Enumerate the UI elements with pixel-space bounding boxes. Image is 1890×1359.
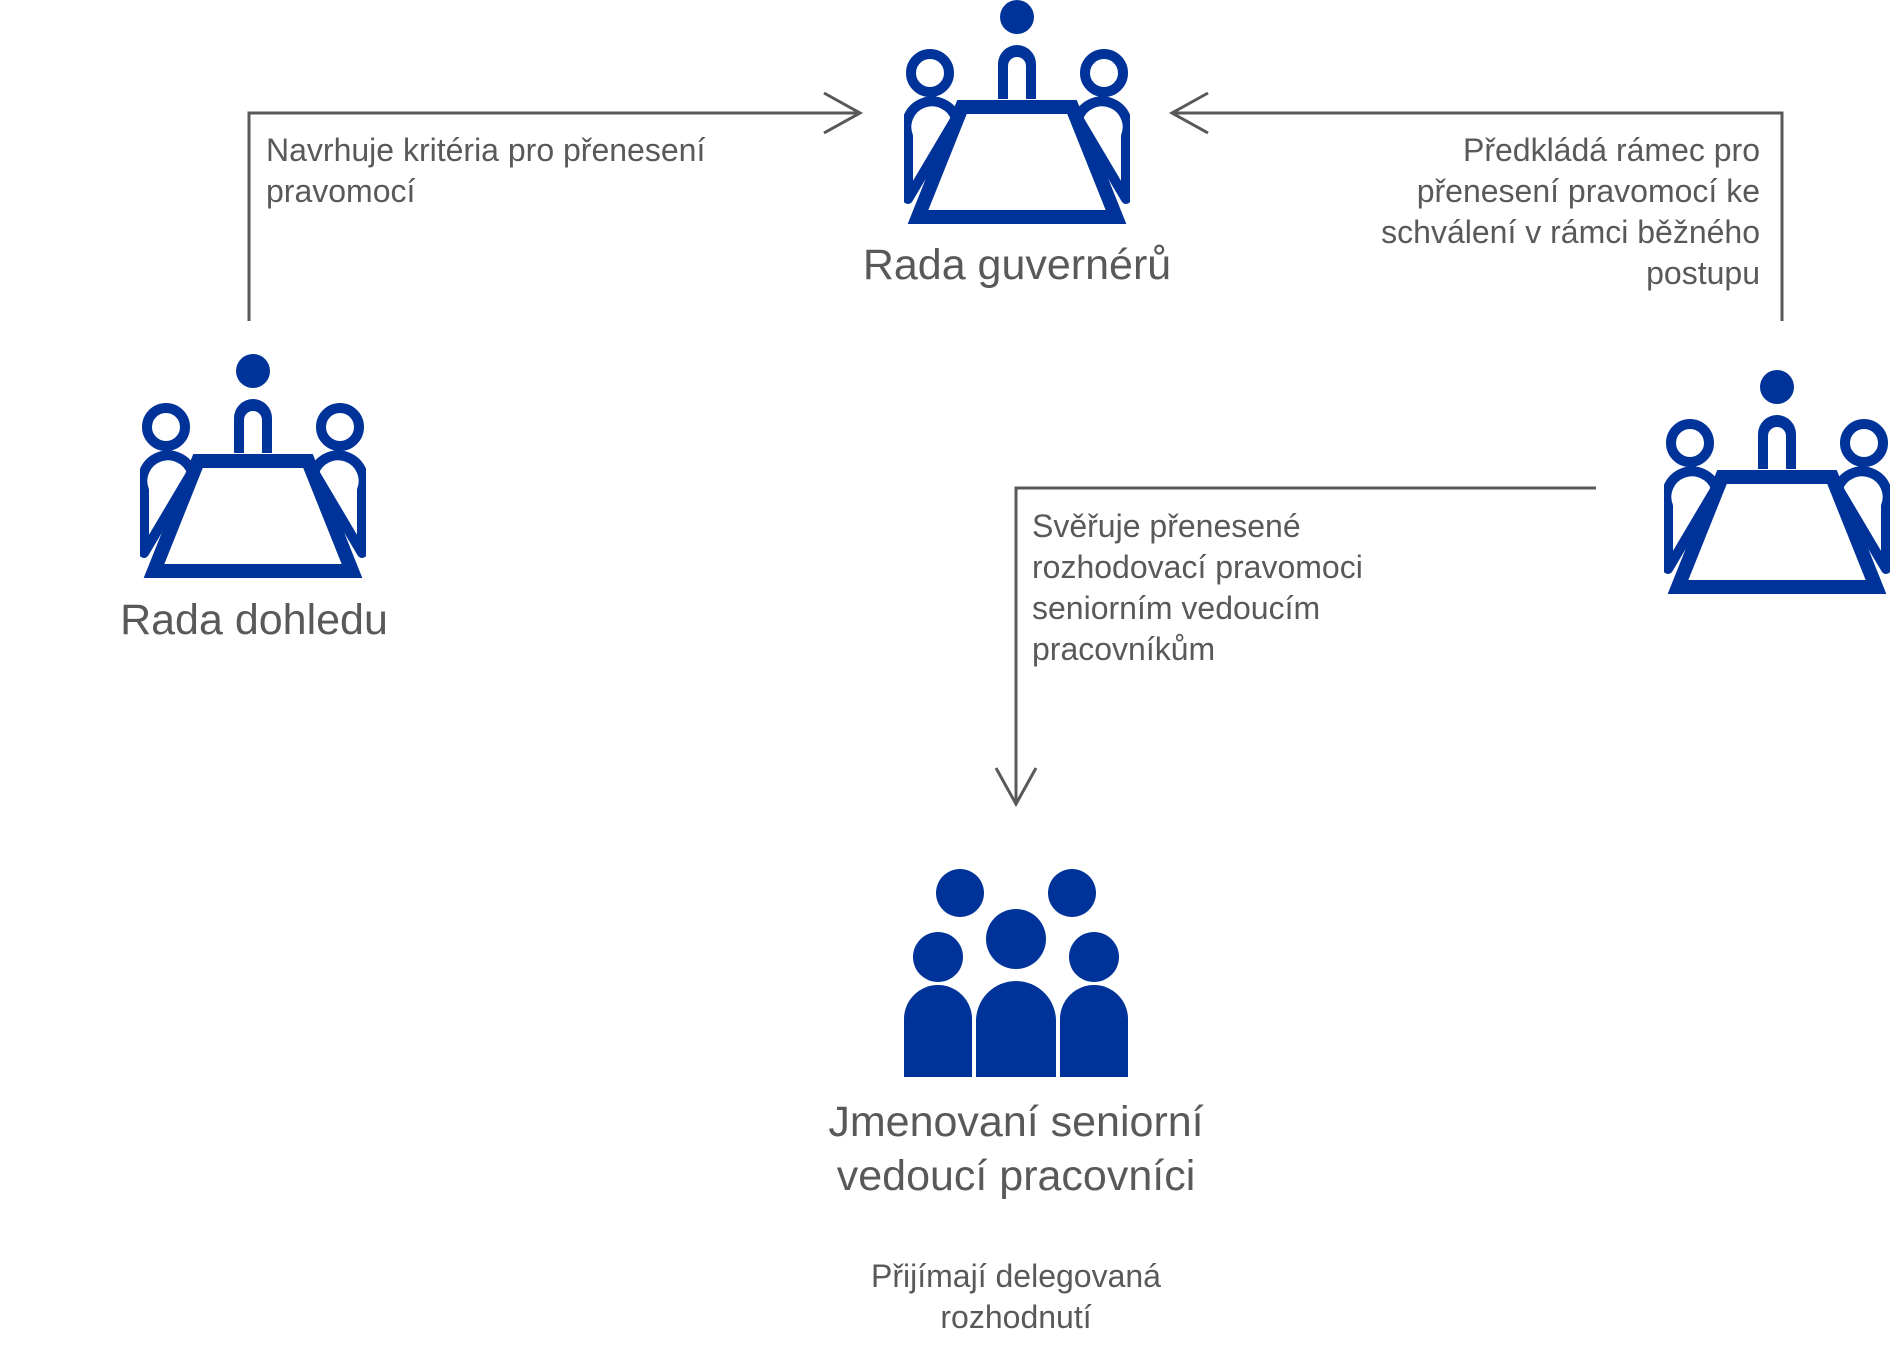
senior-managers-icon [904, 869, 1128, 1077]
governing-council-title: Rada guvernérů [862, 241, 1172, 289]
edge-label-supervisory-to-council: Navrhuje kritéria pro přenesení pravomoc… [266, 132, 706, 209]
edge-label-right-to-senior: Svěřuje přenesené rozhodovací pravomoci … [1032, 508, 1363, 667]
senior-managers-note: Přijímají delegovaná rozhodnutí [871, 1258, 1161, 1335]
edge-supervisory-to-council [247, 91, 864, 321]
edge-right-to-council [1168, 91, 1784, 321]
supervisory-board-icon [142, 354, 363, 571]
senior-managers-title: Jmenovaní seniorní vedoucí pracovníci [828, 1098, 1204, 1200]
governing-council-icon [906, 0, 1127, 217]
supervisory-board-title: Rada dohledu [120, 596, 388, 644]
right-body-icon [1666, 370, 1887, 587]
edge-label-right-to-council: Předkládá rámec pro přenesení pravomocí … [1381, 132, 1760, 291]
edge-right-to-senior [994, 486, 1596, 808]
